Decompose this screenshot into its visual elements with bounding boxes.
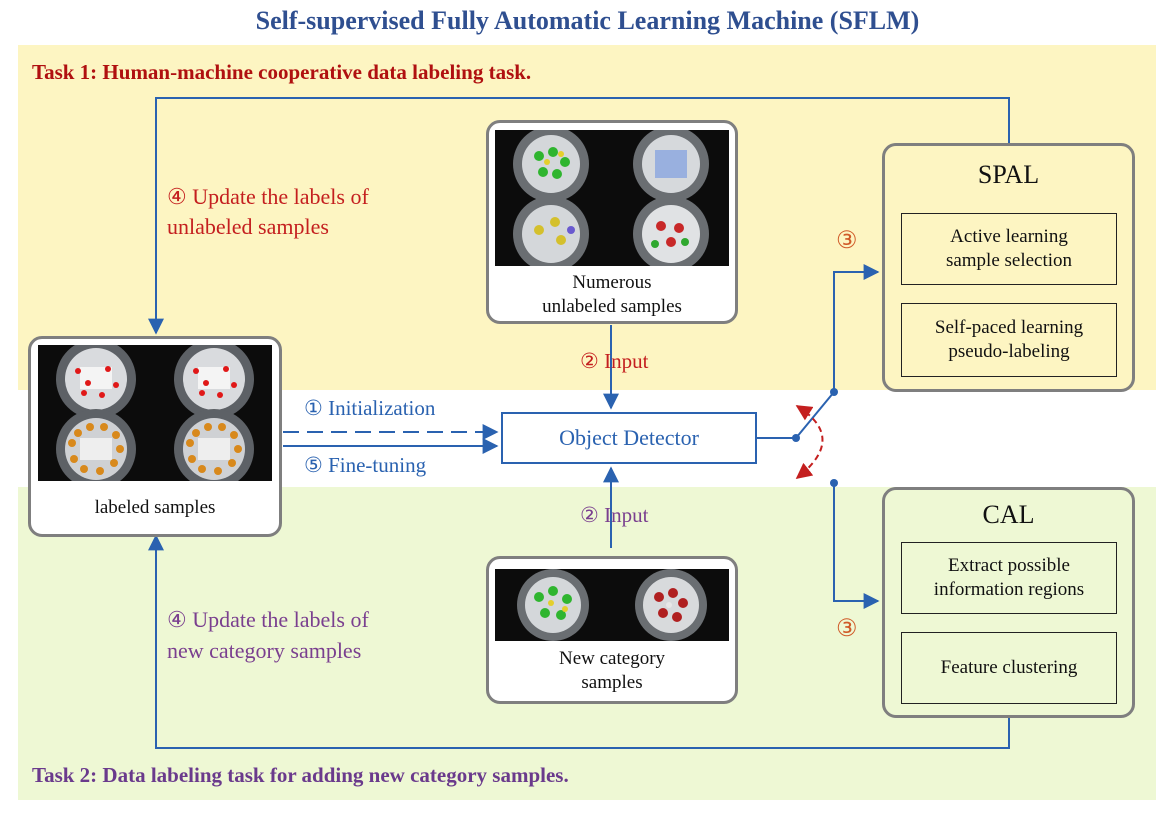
cal-title: CAL [982, 500, 1035, 529]
diagram-title: Self-supervised Fully Automatic Learning… [255, 6, 920, 35]
new-category-samples-image [495, 569, 729, 641]
object-detector-box: Object Detector [501, 412, 757, 464]
active-learning-line1: Active learning [950, 226, 1068, 247]
cal-panel: CAL Extract possible information regions… [882, 487, 1135, 718]
feature-clustering-box: Feature clustering [901, 632, 1117, 704]
new-category-label-line1: New category [558, 648, 666, 669]
active-learning-line2: sample selection [945, 250, 1073, 271]
new-category-label-line2: samples [581, 672, 643, 693]
labeled-samples-label: labeled samples [94, 497, 216, 518]
extract-regions-line2: information regions [933, 579, 1085, 600]
input-top-label: ② Input [580, 349, 649, 373]
switch-lever [795, 391, 835, 439]
step-three-top-label: ③ [836, 228, 858, 254]
task1-title: Task 1: Human-machine cooperative data l… [32, 60, 532, 84]
finetuning-label: ⑤ Fine-tuning [304, 453, 427, 477]
update-bottom-label-line2: new category samples [167, 638, 362, 663]
active-learning-box: Active learning sample selection [901, 213, 1117, 285]
unlabeled-samples-label-line2: unlabeled samples [542, 296, 682, 317]
unlabeled-samples-label-line1: Numerous [572, 272, 652, 293]
extract-regions-box: Extract possible information regions [901, 542, 1117, 614]
initialization-label: ① Initialization [304, 396, 436, 420]
update-top-label-line2: unlabeled samples [167, 214, 329, 239]
step-three-bottom-label: ③ [836, 616, 858, 642]
self-paced-line1: Self-paced learning [934, 317, 1084, 338]
labeled-samples-image [38, 345, 272, 481]
spal-panel: SPAL Active learning sample selection Se… [882, 143, 1135, 392]
input-bottom-label: ② Input [580, 503, 649, 527]
new-category-samples-card: New category samples [486, 556, 738, 704]
extract-regions-line1: Extract possible [948, 555, 1070, 576]
unlabeled-samples-image [495, 130, 729, 266]
self-paced-line2: pseudo-labeling [948, 341, 1070, 362]
update-bottom-label-line1: ④ Update the labels of [167, 607, 369, 632]
unlabeled-samples-card: Numerous unlabeled samples [486, 120, 738, 324]
update-top-label-line1: ④ Update the labels of [167, 184, 369, 209]
task2-title: Task 2: Data labeling task for adding ne… [32, 763, 569, 787]
self-paced-learning-box: Self-paced learning pseudo-labeling [901, 303, 1117, 377]
switch-arc [795, 405, 824, 479]
spal-title: SPAL [977, 160, 1040, 189]
labeled-samples-card: labeled samples [28, 336, 282, 537]
